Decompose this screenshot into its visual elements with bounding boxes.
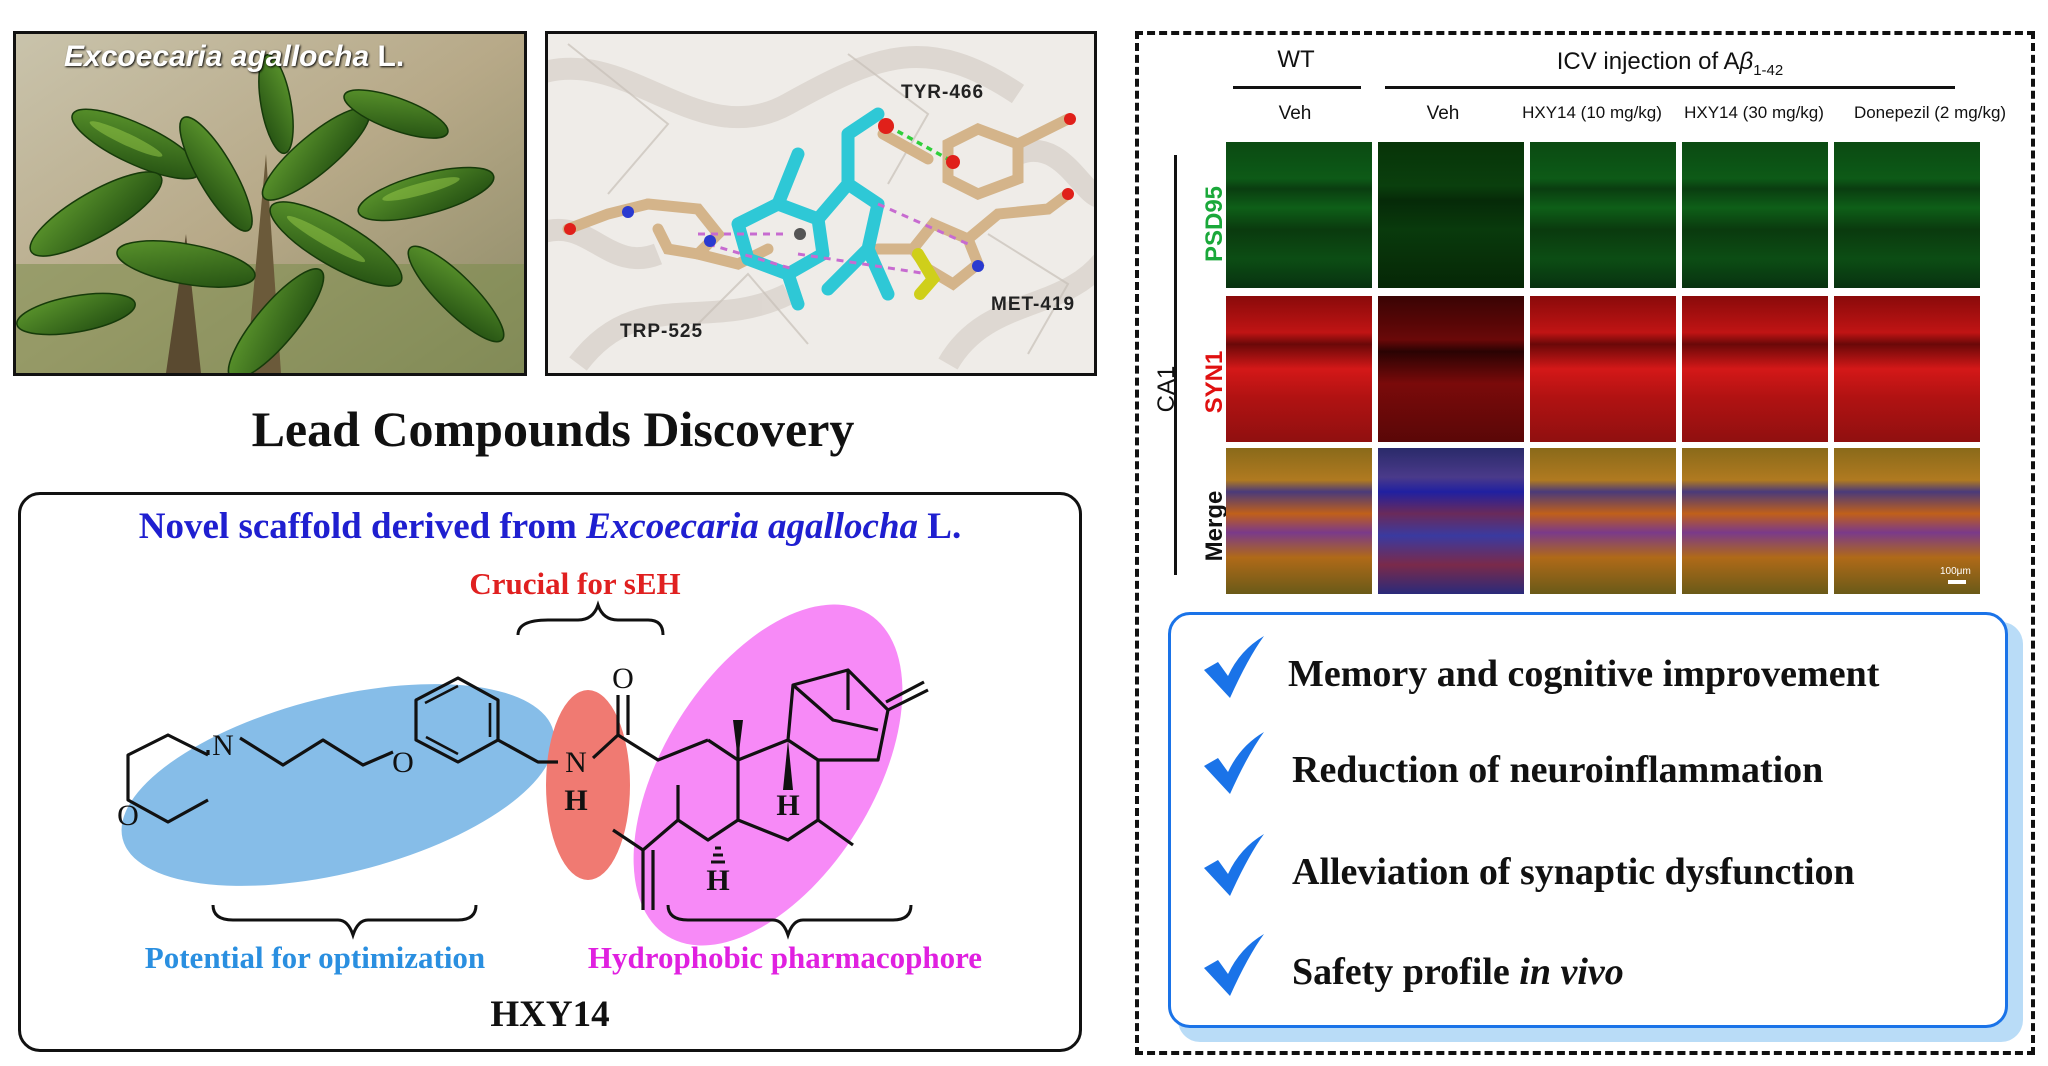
col-header-4: HXY14 (30 mg/kg) [1684,103,1824,122]
atom-h-ring: H [706,864,729,897]
micrograph-psd95-hxy14-10 [1530,142,1676,288]
potential-label: Potential for optimization [144,940,486,975]
micrograph-syn1-veh [1378,296,1524,442]
hydrophobic-region [633,604,903,946]
benefit-safety: Safety profile in vivo [1292,951,1624,993]
micrograph-merge-veh [1378,448,1524,594]
region-ca1: CA1 [1153,365,1180,413]
group-wt: WT [1277,46,1315,73]
col-header-5: Donepezil (2 mg/kg) [1853,103,2007,122]
main-title: Lead Compounds Discovery [251,401,855,457]
micrograph-syn1-wt [1226,296,1372,442]
label-met-419: MET-419 [991,294,1076,315]
docking-panel: TYR-466 MET-419 TRP-525 [545,31,1097,376]
micrograph-psd95-donepezil [1834,142,1980,288]
atom-h-amide: H [564,784,587,817]
hxy14-structure: N O O N H O H H [117,600,929,946]
scalebar [1948,580,1966,584]
in-vivo-panel [1135,31,2035,1055]
scaffold-box [18,492,1082,1052]
check-icon [1204,636,1264,698]
group-icv-line [1385,86,1955,89]
atom-o-carbonyl: O [612,662,634,695]
compound-name: HXY14 [490,994,610,1035]
col-header-3: HXY14 (10 mg/kg) [1522,103,1662,122]
col-header-1: Veh [1278,103,1312,124]
docking-image [548,34,1094,373]
atom-o-ether: O [392,746,414,779]
micrograph-syn1-hxy14-10 [1530,296,1676,442]
plant-photo: Excoecaria agallocha L. [13,31,527,376]
check-icon [1204,834,1264,896]
optimization-region [121,684,555,886]
micrograph-merge-wt [1226,448,1372,594]
scaffold-heading: Novel scaffold derived from Excoecaria a… [138,506,962,547]
micrograph-syn1-hxy14-30 [1682,296,1828,442]
optimization-brace [211,904,478,940]
row-label-merge: Merge [1201,490,1228,562]
micrograph-merge-hxy14-10 [1530,448,1676,594]
label-trp-525: TRP-525 [620,321,704,342]
scalebar-label: 100μm [1940,566,1971,577]
crucial-label: Crucial for sEH [469,566,681,601]
atom-h-bridge: H [776,789,799,822]
label-tyr-466: TYR-466 [901,82,985,103]
benefit-neuroinflammation: Reduction of neuroinflammation [1292,749,1824,791]
micrograph-psd95-veh [1378,142,1524,288]
amide-region [546,690,630,880]
row-label-syn1: SYN1 [1201,350,1228,414]
benefit-synaptic: Alleviation of synaptic dysfunction [1292,851,1855,893]
atom-o-morpholine: O [117,799,139,832]
check-icon [1204,934,1264,996]
crucial-brace [516,600,665,636]
hydrophobic-label: Hydrophobic pharmacophore [587,940,983,975]
plant-photo-image [16,34,524,373]
group-icv: ICV injection of Aβ1-42 [1556,48,1784,79]
plant-caption: Excoecaria agallocha L. [64,40,405,73]
group-wt-line [1233,86,1361,89]
micrograph-syn1-donepezil [1834,296,1980,442]
atom-n-amide: N [565,746,587,779]
row-label-psd95: PSD95 [1201,185,1228,263]
check-icon [1204,732,1264,794]
micrograph-psd95-wt [1226,142,1372,288]
benefits-box [1168,612,2008,1028]
col-header-2: Veh [1426,103,1460,124]
micrograph-merge-donepezil [1834,448,1980,594]
micrograph-psd95-hxy14-30 [1682,142,1828,288]
ca1-line [1174,155,1177,575]
atom-n-morpholine: N [212,729,234,762]
hydrophobic-brace [666,904,913,940]
micrograph-merge-hxy14-30 [1682,448,1828,594]
benefit-memory: Memory and cognitive improvement [1288,653,1880,695]
